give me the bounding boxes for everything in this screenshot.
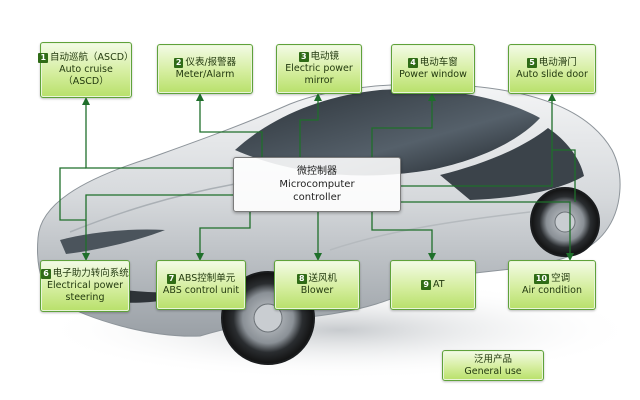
module-number: 6 [41, 269, 51, 279]
module-zh-label: 电动车窗 [419, 57, 458, 68]
module-en-line: Electric power [285, 63, 353, 74]
module-zh-label: 空调 [551, 273, 571, 284]
module-number: 2 [173, 58, 184, 68]
module-en-line: Auto slide door [516, 69, 588, 80]
module-en-line: Air condition [522, 285, 582, 296]
module-number: 9 [421, 280, 431, 290]
module-en-line: （ASCD） [63, 76, 109, 87]
module-number: 1 [38, 53, 49, 63]
module-zh-label: 送风机 [308, 273, 338, 284]
module-zh-label: 电子助力转向系统 [52, 268, 129, 279]
module-en-line: mirror [304, 75, 334, 86]
module-number: 4 [408, 58, 418, 68]
module-en-line: Auto cruise [59, 64, 113, 75]
module-en-line: Blower [300, 285, 334, 296]
module-en-line: ABS control unit [162, 285, 240, 296]
controller-en-line-2: controller [293, 192, 341, 203]
module-en-line: Meter/Alarm [175, 69, 235, 80]
module-number: 7 [166, 274, 177, 284]
car-front-hub [253, 303, 283, 333]
module-number: 3 [298, 52, 309, 62]
legend-zh-label: 泛用产品 [473, 353, 512, 365]
module-zh-label: AT [433, 279, 445, 290]
controller-zh-label: 微控制器 [297, 166, 337, 177]
module-en-line: Power window [399, 69, 467, 80]
legend-en-label: General use [464, 365, 522, 377]
module-zh-label: 仪表/报警器 [185, 57, 237, 68]
module-zh-label: 电动镜 [310, 51, 340, 62]
module-zh-label: ABS控制单元 [178, 273, 236, 284]
module-number: 5 [527, 58, 537, 68]
car-rear-hub [554, 211, 576, 233]
module-zh-label: 电动滑门 [538, 57, 577, 68]
module-number: 10 [533, 274, 550, 284]
module-number: 8 [296, 274, 307, 284]
module-en-line: steering [65, 292, 105, 303]
controller-en-line-1: Microcomputer [279, 179, 355, 190]
module-zh-label: 自动巡航（ASCD） [50, 52, 134, 63]
module-en-line: Electrical power [46, 280, 124, 291]
microcomputer-controller-box: 微控制器 Microcomputer controller [233, 157, 401, 212]
legend-general-use: 泛用产品 General use [442, 350, 544, 381]
